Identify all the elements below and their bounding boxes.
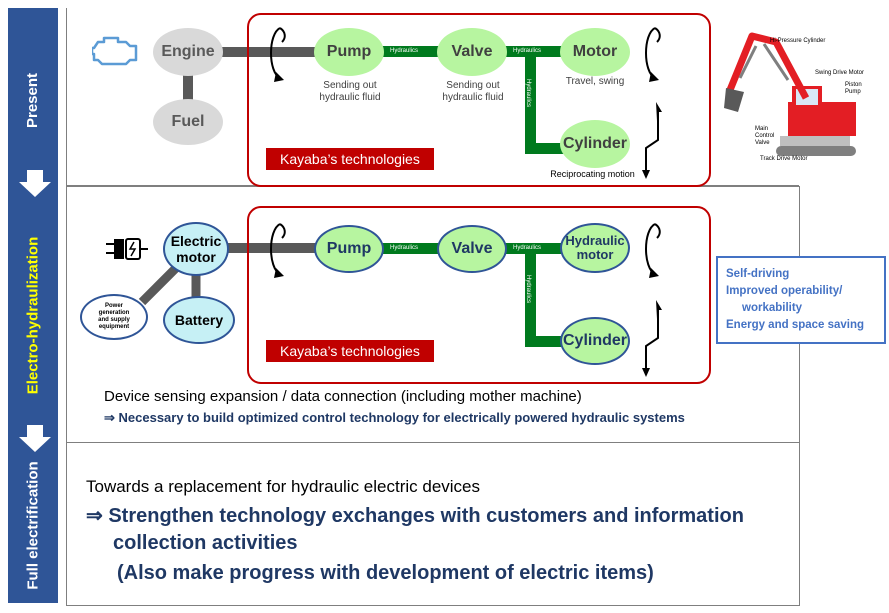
pump-node: Pump xyxy=(314,225,384,273)
reciprocating-caption: Reciprocating motion xyxy=(550,169,635,179)
engine-pump-shaft xyxy=(212,47,322,57)
hydraulics-label: Hydraulics xyxy=(390,48,419,54)
benefit-item: Improved operability/ xyxy=(726,285,843,297)
engine-icon xyxy=(92,36,138,66)
motor-caption: Travel, swing xyxy=(565,76,625,87)
cylinder-node: Cylinder xyxy=(560,317,630,365)
sensing-text: Device sensing expansion / data connecti… xyxy=(104,388,582,405)
stage-label-full: Full electrification xyxy=(24,460,42,590)
valve-node: Valve xyxy=(437,28,507,76)
valve-node: Valve xyxy=(437,225,507,273)
rotation-icon xyxy=(270,223,286,278)
stage-arrow-1 xyxy=(19,170,51,197)
cylinder-node: Cylinder xyxy=(560,120,630,168)
rotation-icon xyxy=(645,27,661,82)
valve-cylinder-pipe xyxy=(525,46,536,154)
reciprocating-arrow-icon xyxy=(642,300,662,377)
stage-sidebar xyxy=(8,8,58,603)
fuel-engine-pipe xyxy=(183,70,193,110)
reciprocating-arrow-icon xyxy=(642,102,662,179)
valve-cylinder-pipe xyxy=(525,243,536,347)
plug-icon xyxy=(106,238,148,260)
excavator-label: Swing Drive Motor xyxy=(815,70,865,76)
electro-tech-box xyxy=(247,206,711,384)
hydraulics-label: Hydraulics xyxy=(525,274,532,304)
stage-label-electro: Electro-hydraulization xyxy=(24,236,42,394)
rotation-icon xyxy=(645,223,661,278)
benefit-item: Self-driving xyxy=(726,268,790,280)
cylinder-pipe xyxy=(525,336,570,347)
benefit-item: workability xyxy=(742,302,803,314)
strengthen-text-cont: collection activities xyxy=(113,532,298,554)
cylinder-pipe xyxy=(525,143,570,154)
motor-pump-shaft xyxy=(225,243,322,253)
progress-text: (Also make progress with development of … xyxy=(117,562,654,584)
benefits-box: Self-driving Improved operability/ worka… xyxy=(716,256,886,344)
electro-tech-label: Kayaba’s technologies xyxy=(266,340,434,362)
strengthen-text: ⇒ Strengthen technology exchanges with c… xyxy=(86,505,744,527)
hydraulics-label: Hydraulics xyxy=(513,245,542,251)
engine-node: Engine xyxy=(153,28,223,76)
pump-valve-pipe xyxy=(375,243,445,254)
fuel-node: Fuel xyxy=(153,99,223,145)
rotation-icon xyxy=(270,27,286,82)
stage-label-present: Present xyxy=(24,72,42,128)
present-tech-box xyxy=(247,13,711,187)
stage-arrow-2 xyxy=(19,425,51,452)
pump-node: Pump xyxy=(314,28,384,76)
full-panel xyxy=(66,442,800,606)
hydraulics-label: Hydraulics xyxy=(525,78,532,108)
pump-valve-pipe xyxy=(375,46,445,57)
hydraulics-label: Hydraulics xyxy=(513,48,542,54)
excavator-label: Track Drive Motor xyxy=(760,156,808,162)
excavator-label: Hi-Pressure Cylinder xyxy=(770,38,826,44)
hydraulics-label: Hydraulics xyxy=(390,245,419,251)
necessary-text: ⇒ Necessary to build optimized control t… xyxy=(104,410,685,425)
excavator-image xyxy=(724,32,856,156)
motor-node: Motor xyxy=(560,28,630,76)
present-tech-label: Kayaba’s technologies xyxy=(266,148,434,170)
benefit-item: Energy and space saving xyxy=(726,319,865,331)
towards-text: Towards a replacement for hydraulic elec… xyxy=(86,477,481,496)
battery-node: Battery xyxy=(163,296,235,344)
